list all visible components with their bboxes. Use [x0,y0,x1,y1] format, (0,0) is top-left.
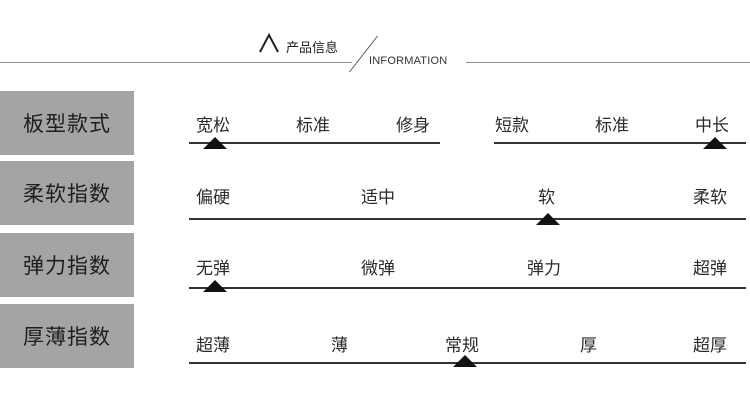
header-title-en: INFORMATION [369,55,448,67]
lambda-icon [259,33,279,53]
scale-line-fit [189,142,440,144]
option-standard-length: 标准 [595,116,629,136]
option-mid-long: 中长 [695,116,729,136]
option-standard-fit: 标准 [296,116,330,136]
header-right-line [466,62,750,63]
selected-marker-fit [203,137,227,149]
option-loose: 宽松 [196,116,230,136]
scale-line-length [494,142,746,144]
option-super-stretch: 超弹 [693,259,727,279]
row-label-elasticity: 弹力指数 [0,233,134,297]
option-very-soft: 柔软 [693,188,727,208]
selected-marker-elasticity [203,280,227,292]
selected-marker-thickness [453,355,477,367]
scale-line-elasticity [189,287,746,289]
row-label-fit-style: 板型款式 [0,91,134,155]
option-regular: 常规 [445,336,479,356]
option-no-stretch: 无弹 [196,259,230,279]
row-label-softness: 柔软指数 [0,161,134,225]
option-moderate: 适中 [361,188,395,208]
selected-marker-length [703,137,727,149]
option-slim: 修身 [396,116,430,136]
option-stretch: 弹力 [527,259,561,279]
option-thick: 厚 [580,336,597,356]
option-thin: 薄 [331,336,348,356]
option-stiff: 偏硬 [196,188,230,208]
option-slight-stretch: 微弹 [361,259,395,279]
option-ultra-thin: 超薄 [196,336,230,356]
selected-marker-softness [536,213,560,225]
option-short: 短款 [495,116,529,136]
option-soft: 软 [538,188,555,208]
row-label-thickness: 厚薄指数 [0,304,134,368]
header-left-line [0,62,352,63]
option-ultra-thick: 超厚 [693,336,727,356]
header-title-cn: 产品信息 [286,41,339,56]
scale-line-softness [189,218,746,220]
